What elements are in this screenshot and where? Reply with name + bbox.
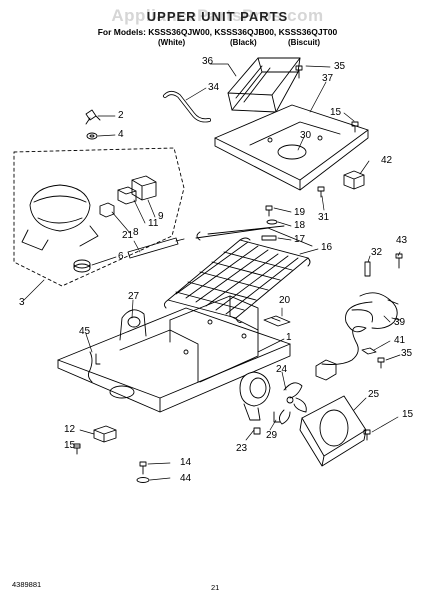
part-18-washer (266, 219, 278, 225)
part-20-harness (263, 315, 291, 327)
callout-39: 39 (394, 317, 406, 328)
callout-2: 2 (118, 110, 124, 121)
callout-17: 17 (294, 234, 306, 245)
callout-37: 37 (322, 73, 334, 84)
callout-21: 21 (122, 230, 134, 241)
callout-1: 1 (286, 332, 292, 343)
callout-9: 9 (158, 211, 164, 222)
callout-16: 16 (321, 242, 333, 253)
callout-23: 23 (236, 443, 248, 454)
callout-19: 19 (294, 207, 306, 218)
part-29-clip (273, 411, 281, 423)
callout-15-top: 15 (330, 107, 342, 118)
part-25-fan-shroud (299, 395, 367, 467)
callout-25: 25 (368, 389, 380, 400)
callout-30: 30 (300, 130, 312, 141)
part-39-wiring-harness (321, 292, 401, 365)
callout-4: 4 (118, 129, 124, 140)
part-4-nut (86, 132, 98, 140)
doc-number: 4389881 (12, 580, 42, 589)
variant-black: (Black) (230, 38, 257, 47)
part-23-fan-motor (239, 371, 271, 435)
callout-41: 41 (394, 335, 406, 346)
part-17-bracket (261, 235, 277, 241)
part-14-screw (139, 461, 147, 475)
callout-3: 3 (19, 297, 25, 308)
callout-32: 32 (371, 247, 383, 258)
variant-white: (White) (158, 38, 186, 47)
callout-8: 8 (133, 227, 139, 238)
part-1-base-pan (57, 295, 291, 413)
part-compressor (21, 184, 99, 251)
callout-35: 35 (334, 61, 346, 72)
page-number: 21 (211, 583, 220, 592)
watermark: AppliancePartsPros.com (111, 6, 324, 25)
callout-12: 12 (64, 424, 76, 435)
part-43-screw (395, 253, 403, 269)
callout-36: 36 (202, 56, 214, 67)
part-32-tube (364, 261, 371, 277)
part-35-screw (295, 65, 303, 79)
part-2-clip (85, 109, 101, 125)
part-42-connector (343, 170, 365, 190)
part-45-harness (87, 351, 101, 383)
callout-24: 24 (276, 364, 288, 375)
part-15-screw-right (363, 429, 371, 441)
variant-biscuit: (Biscuit) (288, 38, 320, 47)
part-11-relay (117, 186, 137, 205)
callout-20: 20 (279, 295, 291, 306)
callout-29: 29 (266, 430, 278, 441)
part-16-condenser (163, 225, 313, 323)
callout-43: 43 (396, 235, 408, 246)
callout-35-lower: 35 (401, 348, 413, 359)
part-8-clip (99, 202, 115, 218)
callout-34: 34 (208, 82, 220, 93)
part-6-grommet (73, 259, 91, 273)
part-44-washer (136, 477, 150, 483)
leader-lines (23, 63, 401, 481)
part-21-drier (127, 237, 185, 259)
part-36-cover (227, 57, 301, 113)
part-37-support-plate (214, 104, 369, 191)
part-12-bracket (93, 425, 117, 443)
model-list: For Models: KSSS36QJW00, KSSS36QJB00, KS… (97, 27, 338, 37)
callout-15-left: 15 (64, 440, 76, 451)
callout-11: 11 (148, 218, 159, 229)
part-31-screw (317, 186, 325, 198)
callout-45: 45 (79, 326, 91, 337)
part-15-screw-top (351, 121, 359, 133)
part-19-screw (265, 205, 273, 217)
callout-27: 27 (128, 291, 140, 302)
part-35-screw-lower (377, 357, 385, 369)
callout-31: 31 (318, 212, 330, 223)
page-title: UPPER UNIT PARTS (146, 9, 289, 24)
part-9-overload (131, 175, 157, 201)
callout-14: 14 (180, 457, 192, 468)
callout-15-right: 15 (402, 409, 414, 420)
callout-44: 44 (180, 473, 192, 484)
part-connector-plug (315, 359, 337, 381)
part-24-fan-blade (279, 382, 307, 425)
part-15-screw-left (73, 443, 81, 455)
callout-6: 6 (118, 251, 124, 262)
part-34-hose (163, 91, 211, 123)
callout-42: 42 (381, 155, 393, 166)
part-41-clip (361, 347, 377, 355)
callout-18: 18 (294, 220, 306, 231)
